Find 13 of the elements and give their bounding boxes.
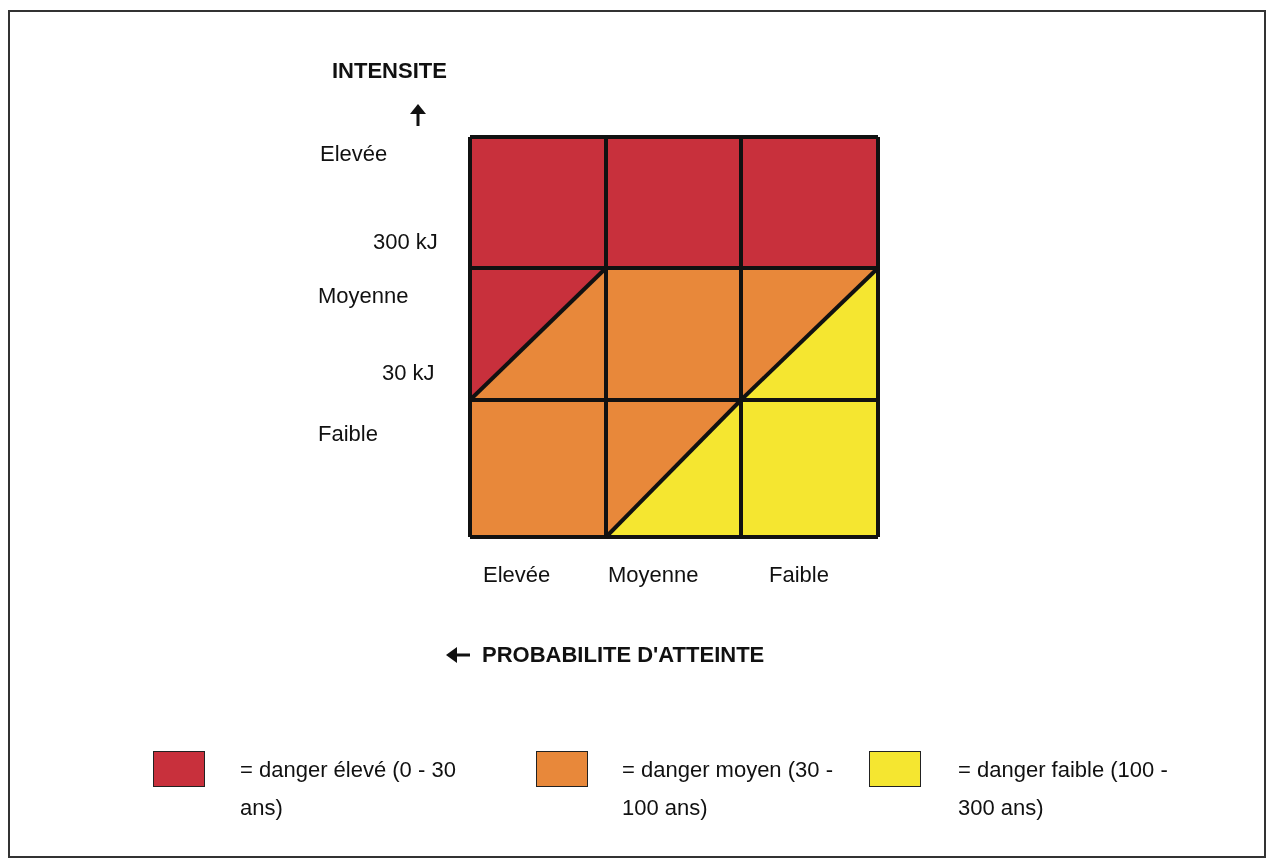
axis-title: PROBABILITE D'ATTEINTE [482,642,765,668]
axis-tick-label: Faible [769,562,829,588]
axis-tick-label: Faible [318,421,378,447]
axis-tick-label: Elevée [483,562,551,588]
axis-tick-label: Elevée [320,141,388,167]
axis-tick-label: 300 kJ [373,229,438,255]
axis-title: INTENSITE [332,58,447,84]
axis-tick-label: Moyenne [318,283,409,309]
legend-label: = danger faible (100 - 300 ans) [958,756,1169,822]
axis-tick-label: Moyenne [608,562,699,588]
legend-label: = danger élevé (0 - 30 ans) [240,756,457,822]
axis-tick-label: 30 kJ [382,360,435,386]
legend-label: = danger moyen (30 - 100 ans) [622,756,834,822]
